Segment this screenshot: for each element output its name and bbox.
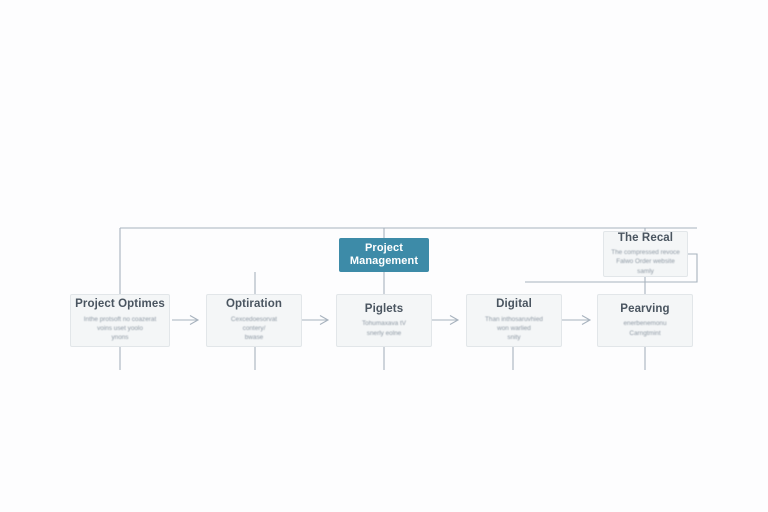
feedback-return-visible xyxy=(525,253,698,283)
node-body-line: Than inthosaruvhied xyxy=(485,315,543,323)
arrow-head-1 xyxy=(189,315,200,325)
node-body-line: Carngtmint xyxy=(629,329,661,337)
node-title: Optiration xyxy=(226,298,282,311)
node-body-line: voins uset yoolo xyxy=(97,324,143,332)
node-body-line: bwase xyxy=(244,334,264,342)
node-body-line: enerbenemonu xyxy=(623,320,667,328)
node-body-line: samly xyxy=(637,267,654,275)
node-body: Than inthosaruvhied won warlied snity xyxy=(485,315,543,343)
node-title: Project xyxy=(365,242,403,255)
arrow-head-3 xyxy=(449,315,460,325)
node-title: Digital xyxy=(496,298,532,311)
node-body-line: snerly eolne xyxy=(366,329,402,337)
arrow-head-4 xyxy=(581,315,592,325)
node-optiration[interactable]: Optiration Cexcedoesorvat contery/ bwase xyxy=(206,294,302,347)
node-body-line: Cexcedoesorvat xyxy=(230,315,278,323)
node-body-line: contery/ xyxy=(242,324,266,332)
node-body-line: Inthe protsoft no coazerat xyxy=(83,315,157,323)
node-body: Inthe protsoft no coazerat voins uset yo… xyxy=(84,315,156,343)
node-the-recal[interactable]: The Recal The compressed revoce Falwo Or… xyxy=(603,231,688,277)
node-project-management[interactable]: Project Management xyxy=(339,238,429,272)
node-body-line: The compressed revoce xyxy=(611,249,680,257)
node-body: enerbenemonu Carngtmint xyxy=(624,319,667,338)
node-body-line: Falwo Order website xyxy=(616,258,675,266)
node-body-line: snity xyxy=(507,334,521,342)
node-project-optimes[interactable]: Project Optimes Inthe protsoft no coazer… xyxy=(70,294,170,347)
node-title: Piglets xyxy=(364,303,404,316)
node-body-line: ynons xyxy=(111,334,129,342)
arrow-head-2 xyxy=(319,315,330,325)
node-title-second-line: Management xyxy=(349,255,419,267)
node-body-line: Tohumaxava tV xyxy=(361,320,407,328)
node-body-line: won warlied xyxy=(497,324,531,332)
node-title: Project Optimes xyxy=(75,298,165,311)
node-title: The Recal xyxy=(617,231,674,244)
node-digital[interactable]: Digital Than inthosaruvhied won warlied … xyxy=(466,294,562,347)
node-body: Cexcedoesorvat contery/ bwase xyxy=(231,315,277,343)
node-body: Tohumaxava tV snerly eolne xyxy=(362,319,406,338)
node-piglets[interactable]: Piglets Tohumaxava tV snerly eolne xyxy=(336,294,432,347)
node-title: Pearving xyxy=(620,303,670,316)
node-pearving[interactable]: Pearving enerbenemonu Carngtmint xyxy=(597,294,693,347)
node-body: The compressed revoce Falwo Order websit… xyxy=(611,248,680,276)
